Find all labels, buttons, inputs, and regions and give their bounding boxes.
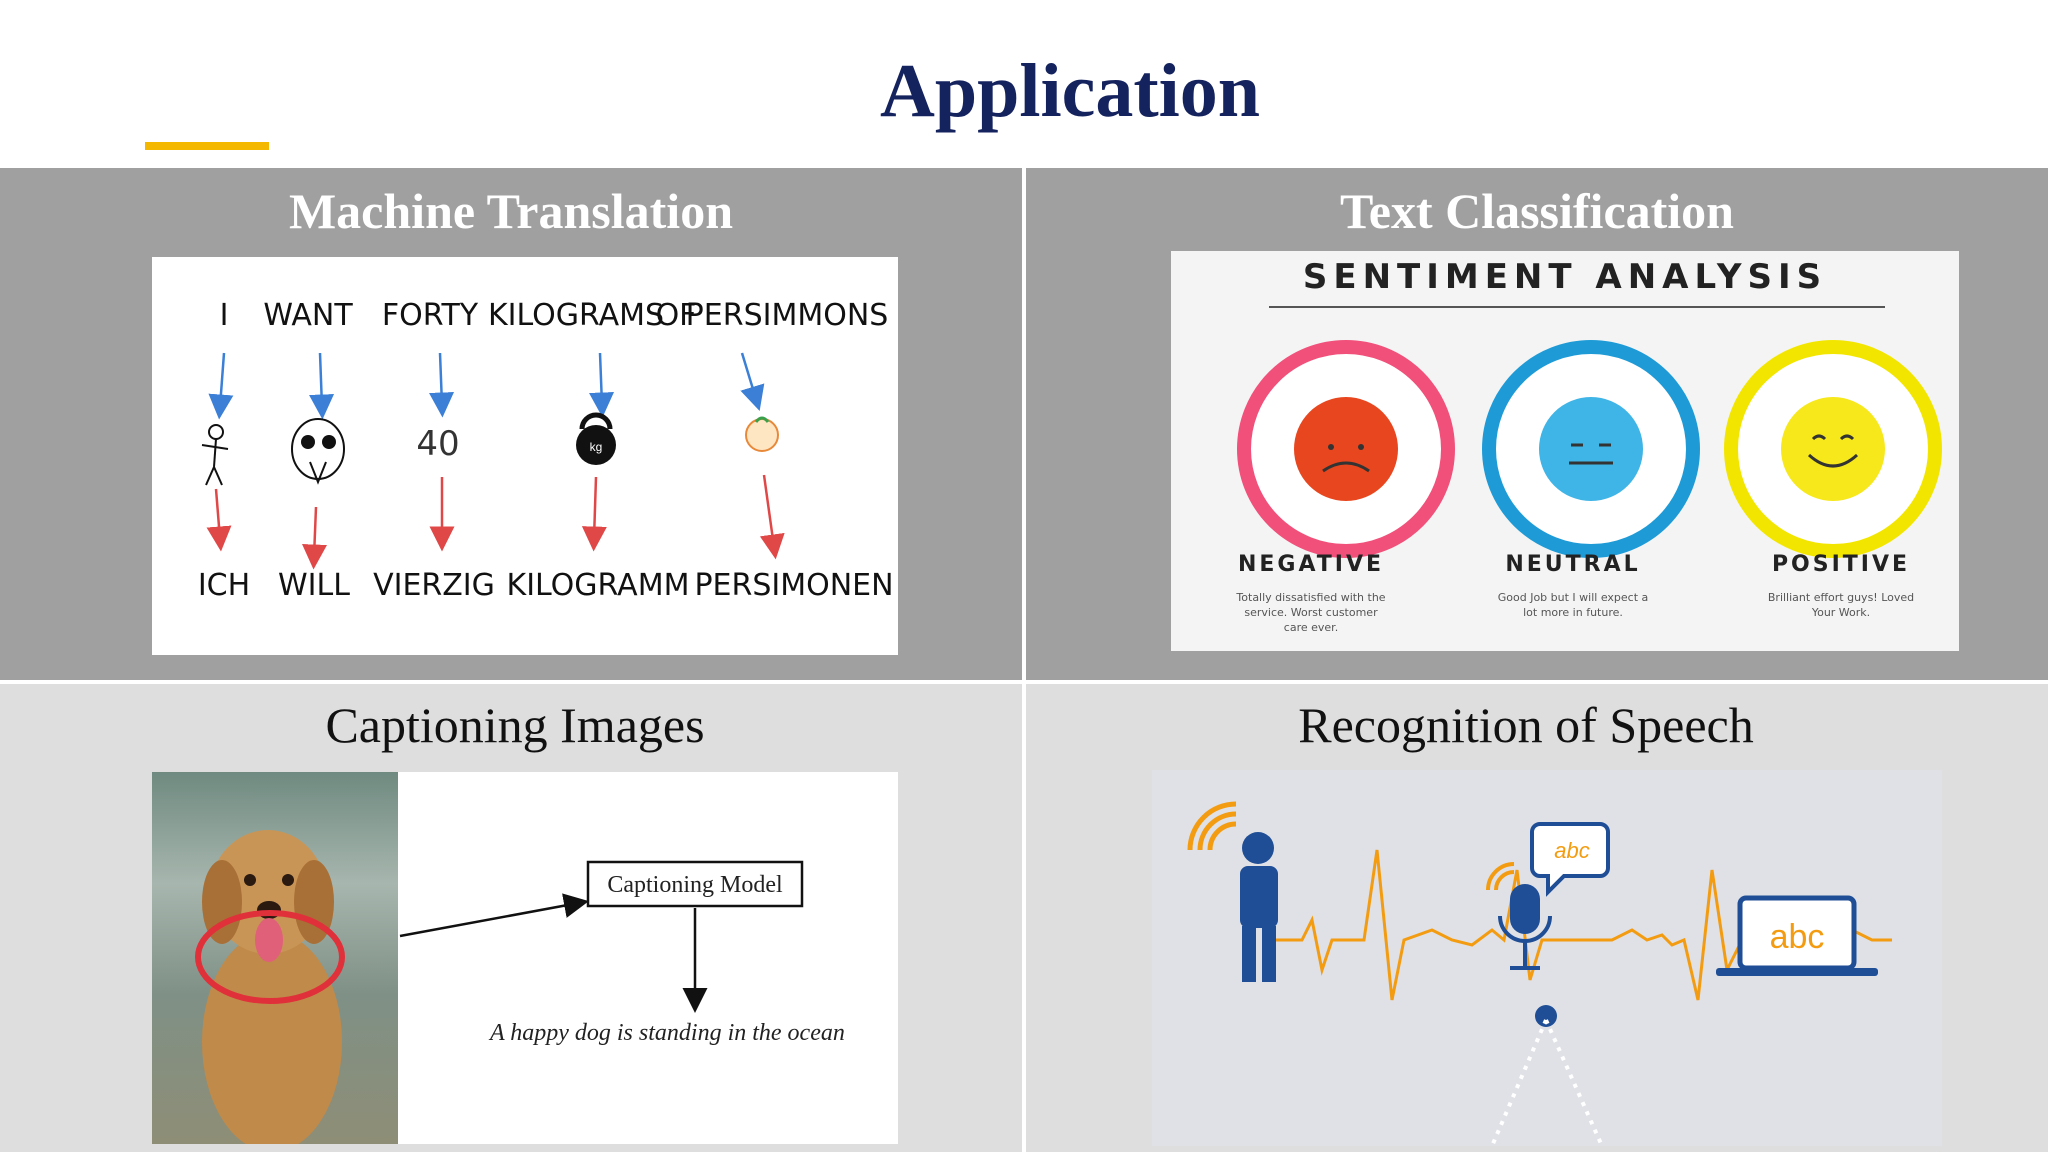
target-word: KILOGRAMM — [507, 568, 690, 603]
target-word: PERSIMONEN — [694, 568, 893, 603]
positive-text: Brilliant effort guys! Loved — [1768, 591, 1914, 604]
quadrant-captioning-images: Captioning Images Captioning Model A hap… — [0, 684, 1022, 1152]
kettlebell-label: kg — [590, 440, 603, 454]
recognition-of-speech-heading: Recognition of Speech — [1298, 697, 1754, 753]
speech-illustration: abc abc — [1187, 801, 1892, 1146]
captioning-diagram: Captioning Model A happy dog is standing… — [399, 860, 845, 1046]
dog-photo — [152, 772, 398, 1144]
quadrant-machine-translation: Machine Translation I WANT FORTY KILOGRA… — [0, 168, 1022, 680]
machine-translation-panel: I WANT FORTY KILOGRAMS OF PERSIMMONS — [152, 257, 898, 655]
captioning-model-label: Captioning Model — [607, 872, 783, 898]
mic-sound-wave-icon — [1486, 862, 1515, 891]
negative-item: NEGATIVE Totally dissatisfied with the s… — [1235, 340, 1455, 634]
sentiment-analysis-panel: SENTIMENT ANALYSIS NEGATIVE Totally diss… — [1171, 251, 1959, 651]
target-word: WILL — [278, 568, 350, 603]
neutral-text: lot more in future. — [1523, 606, 1623, 619]
positive-text: Your Work. — [1811, 606, 1870, 619]
source-word: I — [220, 298, 229, 333]
captioning-model-box — [586, 860, 804, 908]
quadrant-text-classification: Text Classification SENTIMENT ANALYSIS N… — [1026, 168, 2048, 680]
kettlebell-icon: kg — [576, 412, 616, 465]
speech-bubble-icon: abc — [1530, 822, 1610, 897]
persimmon-icon — [745, 416, 779, 452]
source-word: OF — [656, 298, 697, 333]
source-word: FORTY — [382, 298, 479, 333]
happy-face-icon — [1781, 397, 1885, 501]
stick-figure-icon — [201, 424, 229, 486]
target-word: VIERZIG — [373, 568, 495, 603]
page-title: Application — [879, 49, 1261, 133]
positive-item: POSITIVE Brilliant effort guys! Loved Yo… — [1724, 340, 1942, 619]
text-classification-heading: Text Classification — [1340, 183, 1734, 239]
pleading-face-icon — [291, 418, 345, 485]
quadrant-recognition-of-speech: Recognition of Speech — [1026, 684, 2048, 1152]
source-word: PERSIMMONS — [686, 298, 889, 333]
speech-bubble-text: abc — [1554, 838, 1589, 863]
speech-panel: abc abc — [1152, 770, 1942, 1146]
laptop-icon: abc — [1716, 895, 1878, 976]
target-word: ICH — [198, 568, 250, 603]
negative-text: service. Worst customer — [1244, 606, 1378, 619]
negative-label: NEGATIVE — [1238, 552, 1384, 577]
neutral-label: NEUTRAL — [1505, 552, 1640, 577]
negative-text: Totally dissatisfied with the — [1235, 591, 1385, 604]
captioning-images-heading: Captioning Images — [325, 697, 705, 753]
sentiment-panel-title: SENTIMENT ANALYSIS — [1303, 257, 1827, 297]
sound-wave-icon — [1187, 801, 1237, 851]
neutral-text: Good Job but I will expect a — [1498, 591, 1649, 604]
source-word: WANT — [263, 298, 353, 333]
sentiment-illustration: SENTIMENT ANALYSIS NEGATIVE Totally diss… — [1235, 257, 1942, 634]
source-word: KILOGRAMS — [488, 298, 664, 333]
neutral-item: NEUTRAL Good Job but I will expect a lot… — [1482, 340, 1700, 619]
microphone-icon — [1498, 884, 1552, 970]
number-forty-label: 40 — [416, 424, 459, 464]
neutral-face-icon — [1539, 397, 1643, 501]
machine-translation-heading: Machine Translation — [288, 183, 734, 239]
light-beam — [1490, 1019, 1604, 1146]
translation-illustration: I WANT FORTY KILOGRAMS OF PERSIMMONS — [198, 298, 894, 603]
person-speaking-icon — [1240, 832, 1278, 982]
angry-face-icon — [1294, 397, 1398, 501]
negative-text: care ever. — [1284, 621, 1338, 634]
positive-label: POSITIVE — [1772, 552, 1910, 577]
blue-arrows — [208, 352, 765, 420]
projector-dot — [1535, 1005, 1557, 1027]
title-accent-bar — [145, 142, 269, 150]
caption-output: A happy dog is standing in the ocean — [488, 1020, 845, 1046]
red-arrows — [206, 474, 785, 570]
captioning-panel: Captioning Model A happy dog is standing… — [152, 772, 898, 1144]
laptop-screen-text: abc — [1770, 918, 1825, 956]
